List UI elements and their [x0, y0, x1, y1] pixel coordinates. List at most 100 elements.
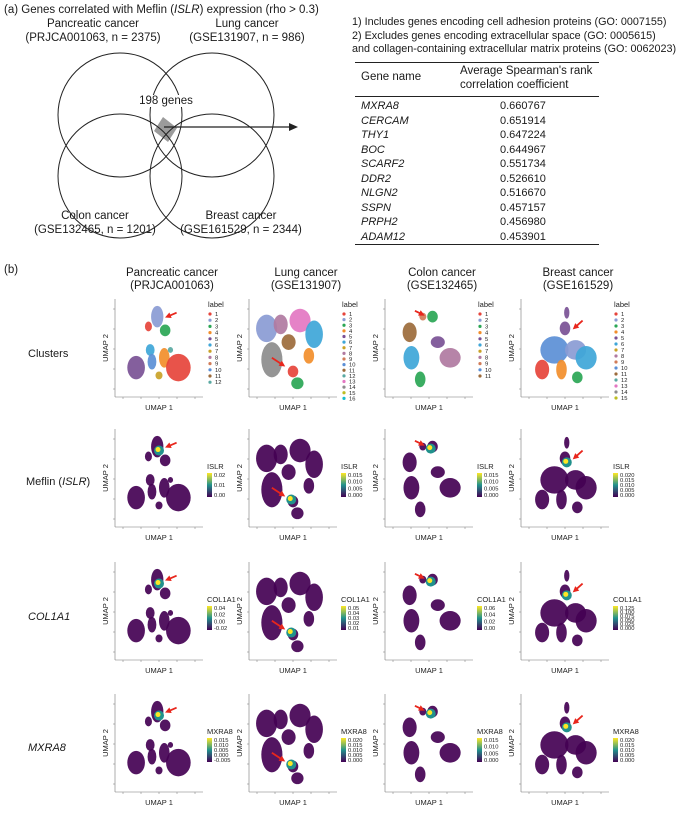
correlation-value-cell: 0.651914 [500, 114, 546, 127]
colorbar-tick-label: 0.04 [214, 606, 226, 612]
expression-colorbar [477, 606, 482, 630]
expression-legend-title: ISLR [477, 462, 494, 471]
cluster-legend-swatch [342, 318, 346, 322]
umap-y-axis-label: UMAP 2 [235, 334, 244, 362]
notes-block: 1) Includes genes encoding cell adhesion… [352, 16, 676, 57]
umap-cell-cluster [256, 709, 278, 738]
umap-cell-cluster [287, 365, 299, 378]
correlation-value-cell: 0.457157 [500, 201, 546, 214]
umap-cell-cluster [261, 737, 283, 773]
colorbar-tick-label: 0.000 [620, 626, 635, 632]
cluster-legend-swatch [208, 355, 212, 359]
colorbar-tick-label: 0.015 [484, 738, 499, 744]
cluster-legend-swatch [342, 363, 346, 367]
cluster-legend-label: 2 [485, 318, 488, 324]
red-arrowhead [418, 573, 425, 579]
cluster-legend-label: 16 [349, 396, 355, 402]
colorbar-tick-label: 0.020 [620, 738, 635, 744]
gene-name-cell: THY1 [361, 129, 390, 141]
red-arrowhead [418, 705, 425, 711]
expression-peak [563, 591, 569, 597]
umap-cell-cluster [291, 507, 304, 520]
cluster-legend-label: 3 [485, 324, 488, 330]
cluster-legend-label: 4 [621, 330, 625, 336]
cluster-legend-label: 9 [485, 362, 488, 368]
cluster-legend-label: 7 [621, 348, 624, 354]
column-label-pancreatic: Pancreatic cancer (PRJCA001063) [125, 267, 219, 292]
gene-table-bottom-rule [355, 244, 599, 245]
expression-colorbar [207, 606, 212, 630]
colorbar-tick-label: 0.010 [484, 745, 499, 751]
cluster-legend-swatch [614, 324, 618, 328]
umap-cell-cluster [430, 336, 445, 348]
cluster-legend-swatch [478, 318, 482, 322]
umap-y-axis-label: UMAP 2 [507, 729, 516, 757]
umap-cell-cluster [166, 483, 191, 512]
cluster-legend-label: 10 [485, 368, 491, 374]
cluster-legend-swatch [614, 372, 618, 376]
panel-a-label: (a) [4, 4, 19, 16]
cluster-legend-label: 14 [349, 385, 356, 391]
gene-name-cell: MXRA8 [361, 100, 399, 112]
umap-cell-cluster [291, 377, 304, 390]
red-arrowhead [418, 440, 425, 446]
colorbar-tick-label: 0.025 [620, 622, 635, 628]
umap-cell-cluster [564, 306, 570, 319]
umap-cell-cluster [414, 634, 426, 651]
umap-cell-cluster [402, 717, 417, 738]
colorbar-tick-label: 0.000 [214, 753, 229, 759]
cluster-legend-label: 15 [621, 396, 627, 402]
umap-cell-cluster [159, 719, 171, 732]
umap-cell-cluster [289, 703, 311, 728]
colorbar-tick-label: 0.03 [348, 616, 359, 622]
colorbar-tick-label: 0.010 [620, 483, 635, 489]
venn-set-colon: Colon cancer (GSE132465, n = 1201) [34, 210, 156, 236]
red-arrowhead [278, 360, 286, 367]
cluster-legend-swatch [478, 331, 482, 335]
cluster-legend-swatch [208, 349, 212, 353]
cluster-legend-title: label [208, 300, 224, 309]
umap-cell-cluster [167, 610, 174, 616]
umap-cell-cluster [281, 729, 296, 745]
umap-cell-cluster [261, 342, 283, 378]
umap-cell-cluster [540, 731, 569, 759]
umap-cell-cluster [572, 634, 583, 647]
cluster-legend-title: label [614, 300, 630, 309]
expression-peak [427, 445, 433, 451]
umap-cell-cluster [167, 477, 174, 483]
expression-legend-title: MXRA8 [613, 727, 639, 736]
cluster-legend-swatch [614, 378, 618, 382]
umap-cell-cluster [439, 743, 461, 763]
umap-cell-cluster [281, 597, 296, 613]
cluster-legend-swatch [614, 360, 618, 364]
gene-table-top-rule [355, 62, 599, 63]
colorbar-tick-label: 0.005 [348, 486, 363, 492]
cluster-legend-swatch [342, 385, 346, 389]
colorbar-tick-label: 0.005 [620, 488, 635, 494]
cluster-legend-label: 6 [215, 343, 218, 349]
umap-cell-cluster [535, 622, 550, 643]
red-arrowhead [165, 575, 172, 582]
cluster-legend-label: 8 [621, 354, 624, 360]
cluster-legend-swatch [342, 396, 346, 400]
umap-cell-cluster [144, 321, 152, 332]
umap-y-axis-label: UMAP 2 [101, 334, 110, 362]
venn-circle-colon [57, 113, 183, 239]
cluster-legend-label: 1 [621, 312, 624, 318]
umap-cell-cluster [564, 436, 570, 449]
note-2: 2) Excludes genes encoding extracellular… [352, 29, 656, 42]
expression-colorbar [613, 738, 618, 762]
umap-cell-cluster [145, 344, 155, 356]
cluster-legend-title: label [342, 300, 358, 309]
umap-cell-cluster [127, 355, 145, 380]
colorbar-tick-label: 0.02 [214, 473, 225, 479]
